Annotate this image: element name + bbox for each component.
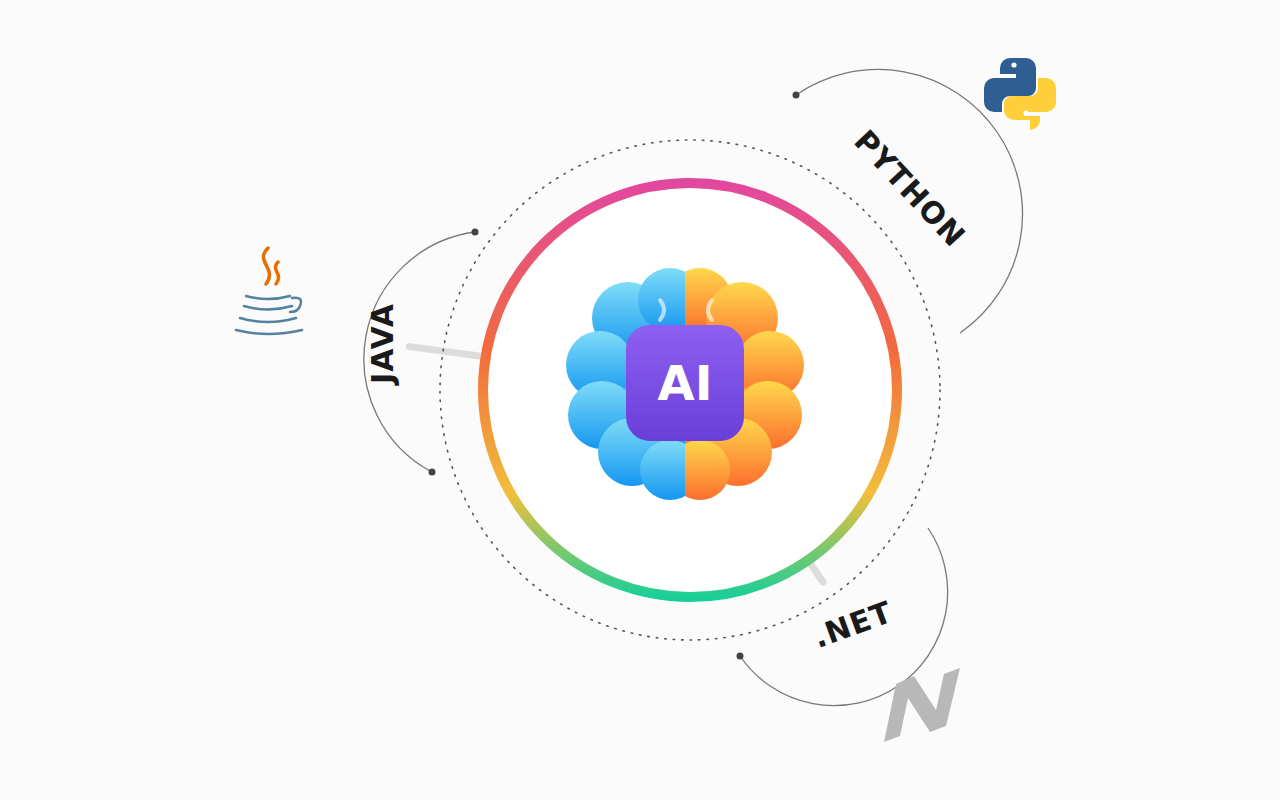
python-icon xyxy=(984,58,1056,130)
ai-badge: AI xyxy=(626,325,744,441)
language-label: .NET xyxy=(798,585,906,663)
gradient-ring xyxy=(483,183,897,597)
brain-right xyxy=(685,268,804,500)
java-icon xyxy=(236,248,302,334)
dotted-orbit xyxy=(440,140,940,640)
language-label: PYTHON xyxy=(838,113,983,263)
java-arc xyxy=(364,232,475,472)
dotnet-arc xyxy=(740,528,948,706)
node-text: AI xyxy=(657,355,712,411)
dotnet-icon xyxy=(884,668,960,742)
node-text: PYTHON xyxy=(847,123,972,254)
brain-left xyxy=(566,268,685,500)
node-text: JAVA xyxy=(364,303,399,384)
language-label: JAVA xyxy=(358,295,405,392)
